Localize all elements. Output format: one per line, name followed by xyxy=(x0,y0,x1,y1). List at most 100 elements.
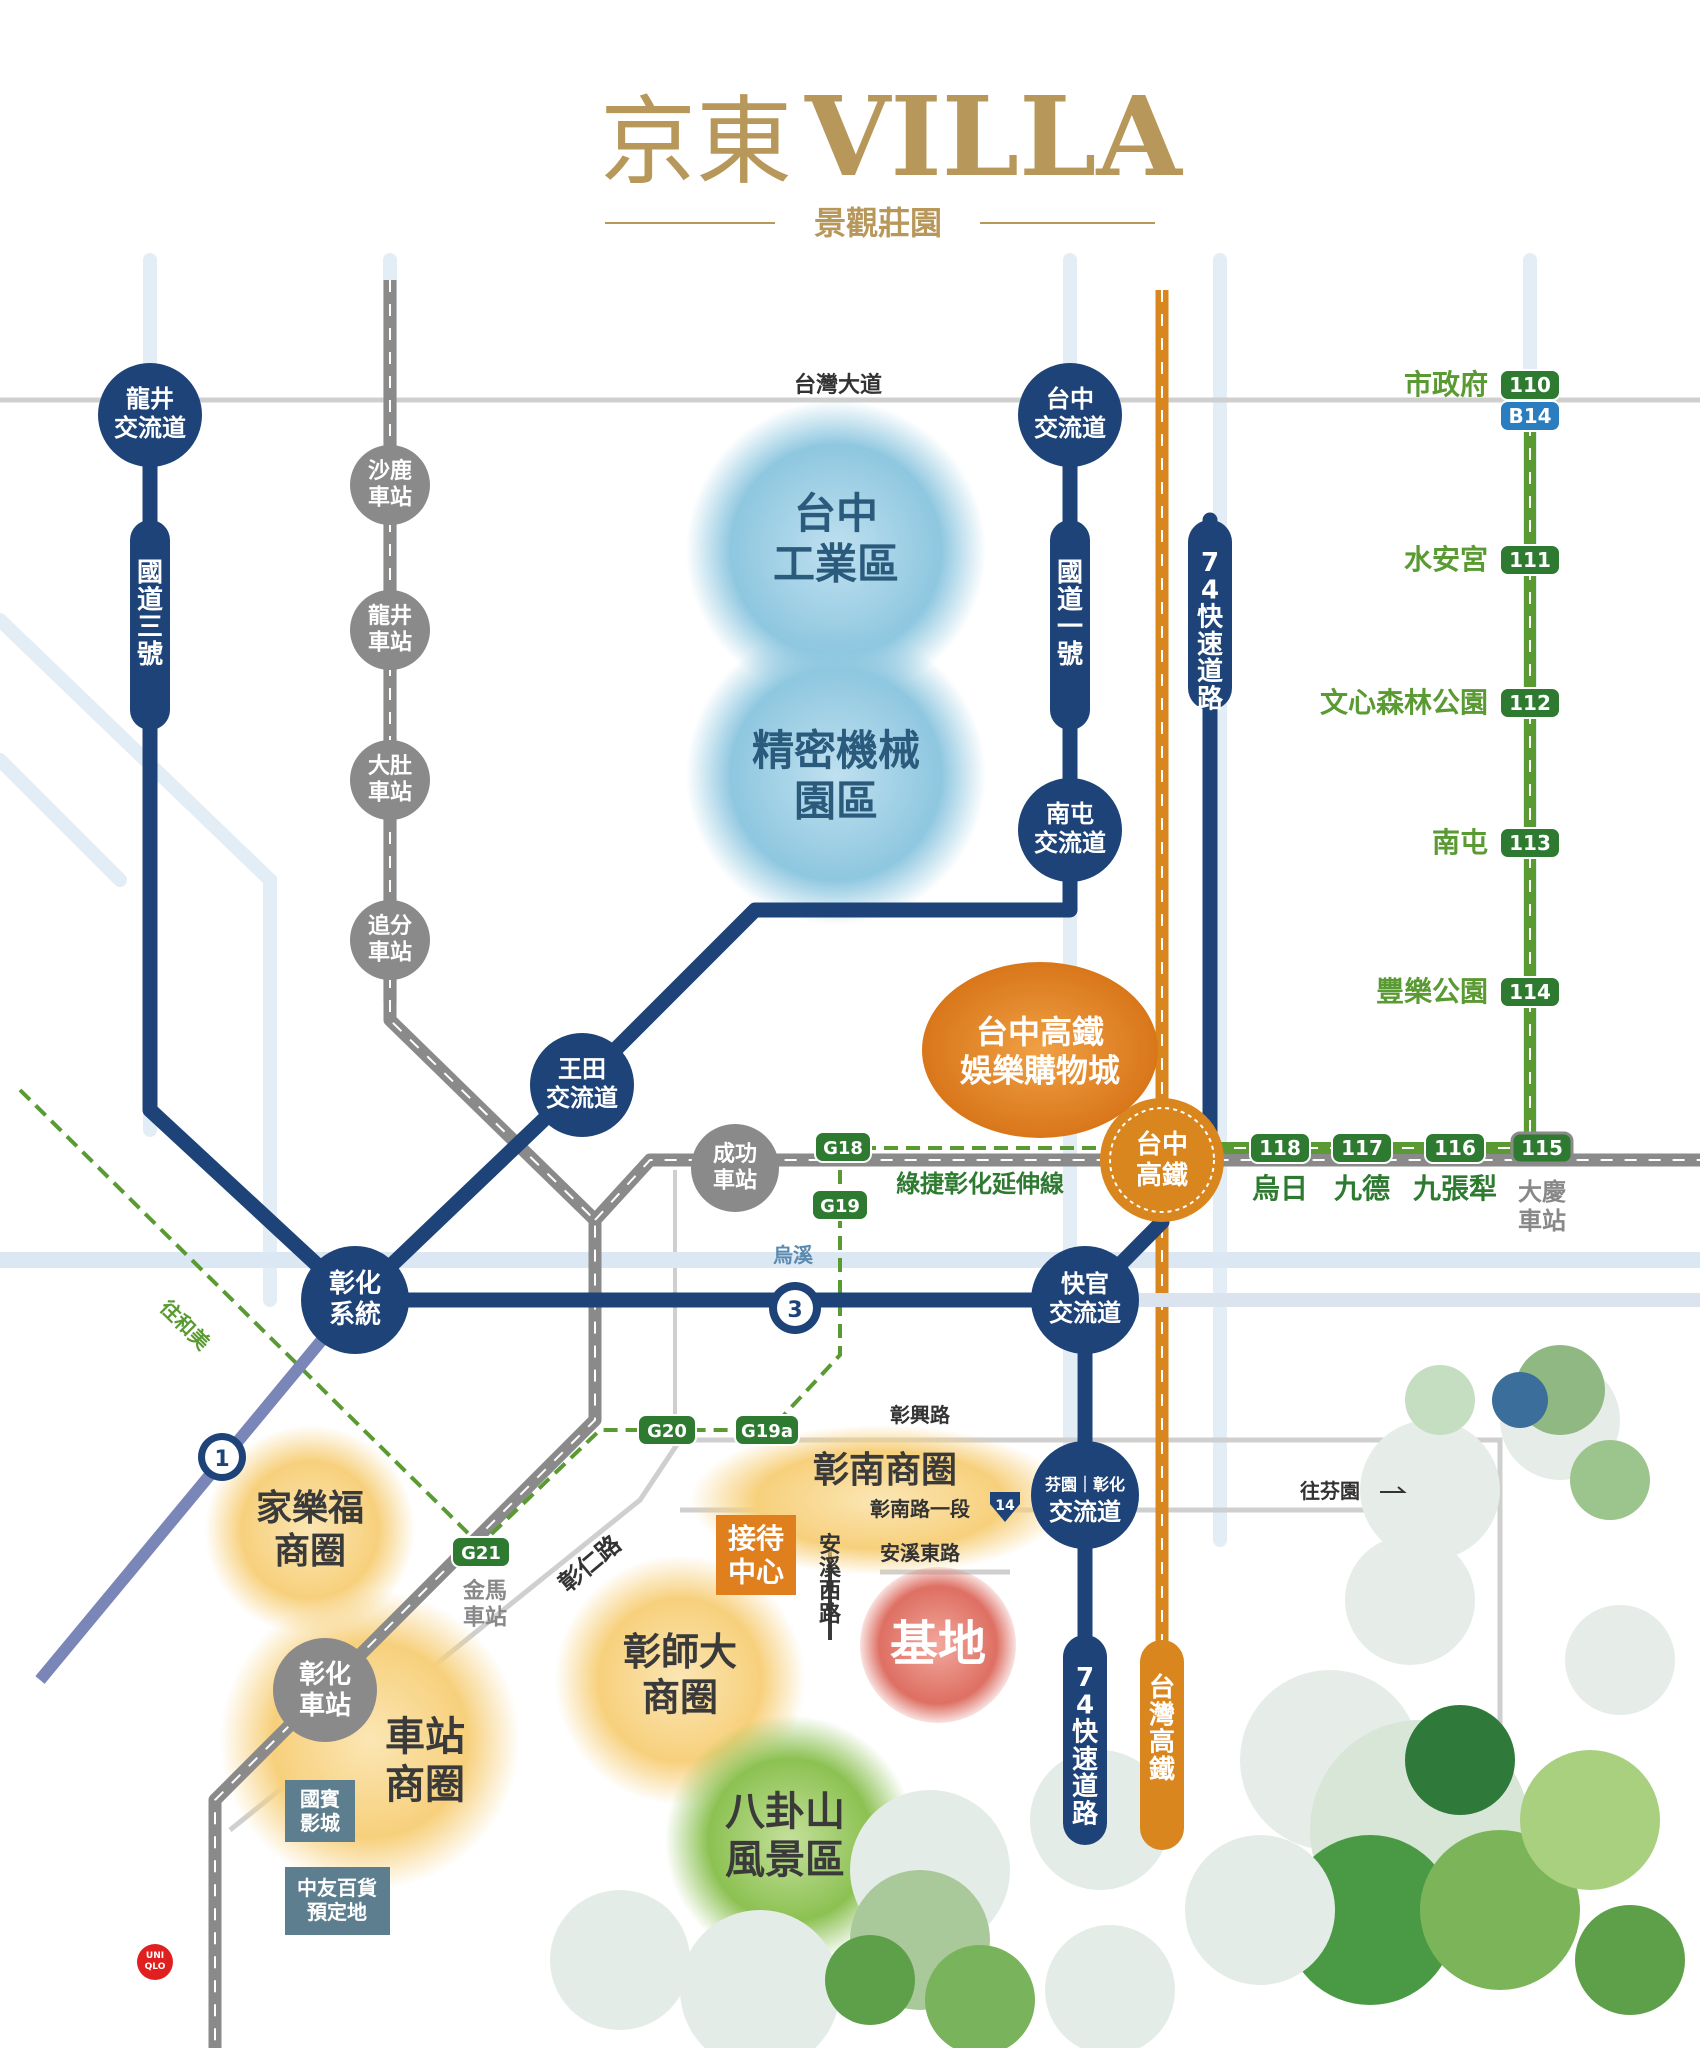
interchange-nantun[interactable]: 南屯交流道 xyxy=(1018,778,1122,882)
zone-precision-machinery-label: 精密機械園區 xyxy=(752,726,920,825)
badge-g19a[interactable]: G19a xyxy=(734,1414,800,1446)
badge-g18[interactable]: G18 xyxy=(814,1131,872,1163)
interchange-fenyuan-label: 交流道 xyxy=(1049,1498,1121,1526)
zone-zhangnan-label: 彰南商圈 xyxy=(813,1450,957,1491)
label-taiwan-blvd: 台灣大道 xyxy=(794,372,882,398)
badge-g20[interactable]: G20 xyxy=(637,1414,697,1446)
green-stop-code: 111 xyxy=(1509,548,1551,572)
green-stop-code: 110 xyxy=(1509,373,1551,397)
arrow-right-icon xyxy=(1380,1486,1407,1493)
label-wuxi: 烏溪 xyxy=(773,1243,814,1267)
interchange-nantun-label: 南屯交流道 xyxy=(1034,800,1106,857)
green-stop-name: 水安宮 xyxy=(1404,543,1488,576)
zone-carrefour-label: 家樂福商圈 xyxy=(256,1488,364,1572)
station-chenggong-label: 成功車站 xyxy=(713,1142,757,1193)
green-stop-111[interactable]: 111 水安宮 xyxy=(1404,543,1561,576)
hsr-taichung-station[interactable]: 台中高鐵 xyxy=(1100,1098,1224,1222)
interchange-taichung[interactable]: 台中交流道 xyxy=(1018,363,1122,467)
green-stop-name: 九張犁 xyxy=(1413,1172,1497,1205)
label-zhangxing: 彰興路 xyxy=(890,1403,951,1427)
green-stop-code: 113 xyxy=(1509,831,1551,855)
zone-station-area xyxy=(220,1590,520,1890)
label-green-ext: 綠捷彰化延伸線 xyxy=(896,1170,1064,1198)
zone-hsr-mall-label: 台中高鐵娛樂購物城 xyxy=(959,1013,1120,1089)
route-shield-1-text: 1 xyxy=(214,1447,229,1472)
green-stop-116[interactable]: 116 九張犁 xyxy=(1413,1132,1497,1205)
badge-g21-text: G21 xyxy=(461,1543,501,1564)
label-to-hemei: 往和美 xyxy=(155,1295,215,1355)
reception-center[interactable]: 接待中心 xyxy=(716,1515,796,1595)
badge-g19[interactable]: G19 xyxy=(811,1189,869,1221)
badge-g19-text: G19 xyxy=(820,1196,860,1217)
landmark-ambassador-label: 國賓影城 xyxy=(300,1787,340,1835)
badge-g18-text: G18 xyxy=(823,1138,863,1159)
hsr-station-label: 台中高鐵 xyxy=(1136,1129,1188,1191)
route-shield-14: 14 xyxy=(990,1492,1020,1522)
freeway1-text: 國道一號 xyxy=(1057,558,1083,670)
green-stop-alt-code: B14 xyxy=(1508,404,1551,428)
station-longjing[interactable]: 龍井車站 xyxy=(350,590,430,670)
green-stop-code: 112 xyxy=(1509,691,1551,715)
freeway1-label: 國道一號 xyxy=(1050,520,1090,730)
label-anxi-west: 安溪西路 xyxy=(819,1532,842,1627)
green-stop-name: 文心森林公園 xyxy=(1320,686,1488,719)
station-zhuifen[interactable]: 追分車站 xyxy=(350,900,430,980)
route-shield-3-text: 3 xyxy=(787,1298,802,1323)
station-shalu-label: 沙鹿車站 xyxy=(368,458,412,510)
interchange-longjing[interactable]: 龍井交流道 xyxy=(98,363,202,467)
station-longjing-label: 龍井車站 xyxy=(368,603,412,655)
green-stop-112[interactable]: 112 文心森林公園 xyxy=(1320,686,1561,719)
green-stop-code: 117 xyxy=(1341,1136,1383,1160)
interchange-changhua-system[interactable]: 彰化系統 xyxy=(301,1246,409,1354)
zone-precision-machinery xyxy=(686,625,986,925)
route-shield-3: 3 xyxy=(769,1282,821,1334)
green-stop-115[interactable]: 115 xyxy=(1510,1131,1574,1165)
landmark-chungyo: 中友百貨預定地 xyxy=(285,1867,390,1935)
station-changhua[interactable]: 彰化車站 xyxy=(273,1638,377,1742)
badge-g21[interactable]: G21 xyxy=(451,1536,511,1568)
green-stop-code: 115 xyxy=(1521,1136,1563,1160)
zone-ncue-label: 彰師大商圈 xyxy=(623,1630,737,1720)
site-marker[interactable]: 基地 xyxy=(860,1567,1016,1723)
brand-subtitle: 景觀莊園 xyxy=(814,204,942,242)
route-shield-14-text: 14 xyxy=(995,1498,1015,1514)
label-zhangnan-sec1: 彰南路一段 xyxy=(870,1497,970,1521)
site-label: 基地 xyxy=(890,1616,986,1672)
station-dadu[interactable]: 大肚車站 xyxy=(350,740,430,820)
brand-logo: 京東 VILLA 景觀莊園 xyxy=(600,72,1183,242)
interchange-kuaiguan-label: 快官交流道 xyxy=(1049,1270,1121,1327)
freeway3-label: 國道三號 xyxy=(130,520,170,730)
reception-label: 接待中心 xyxy=(728,1522,784,1589)
zone-taichung-industrial xyxy=(686,400,986,700)
label-daqing: 大慶車站 xyxy=(1518,1178,1566,1235)
interchange-wangtian-label: 王田交流道 xyxy=(546,1055,618,1112)
badge-g19a-text: G19a xyxy=(741,1421,793,1442)
zone-taichung-industrial-label: 台中工業區 xyxy=(773,489,899,588)
station-zhuifen-label: 追分車站 xyxy=(368,913,412,965)
interchange-wangtian[interactable]: 王田交流道 xyxy=(530,1033,634,1137)
station-chenggong[interactable]: 成功車站 xyxy=(691,1124,779,1212)
zone-station-area-label: 車站商圈 xyxy=(385,1714,465,1808)
green-stop-alt-badge: B14 xyxy=(1499,400,1561,432)
brand-title-cn: 京東 xyxy=(600,86,792,198)
green-stop-code: 116 xyxy=(1434,1136,1476,1160)
station-shalu[interactable]: 沙鹿車站 xyxy=(350,445,430,525)
green-stop-name: 豐樂公園 xyxy=(1376,975,1488,1008)
label-to-fenyuan: 往芬園 xyxy=(1300,1479,1360,1503)
label-anxi-east: 安溪東路 xyxy=(880,1541,961,1565)
interchange-kuaiguan[interactable]: 快官交流道 xyxy=(1031,1246,1139,1354)
zone-baguashan xyxy=(665,1715,915,1965)
interchange-longjing-label: 龍井交流道 xyxy=(114,385,186,442)
interchange-taichung-label: 台中交流道 xyxy=(1034,385,1106,442)
station-changhua-label: 彰化車站 xyxy=(299,1659,351,1721)
interchange-fenyuan-changhua[interactable]: 芬園｜彰化 交流道 xyxy=(1031,1441,1139,1549)
